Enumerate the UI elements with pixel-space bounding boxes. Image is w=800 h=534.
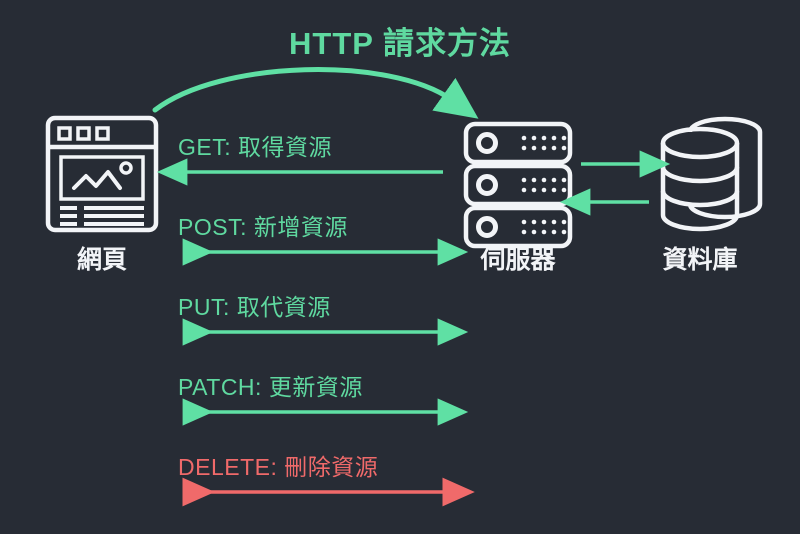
browser-window-icon [45,115,159,233]
method-label-put: PUT: 取代資源 [178,294,331,320]
request-flow-arc [152,67,479,119]
node-caption-server: 伺服器 [480,246,556,274]
method-label-get: GET: 取得資源 [178,134,333,160]
database-cylinder-icon [660,116,763,232]
server-rack-icon [463,121,573,249]
node-caption-database: 資料庫 [662,246,738,274]
node-caption-webpage: 網頁 [76,246,127,274]
method-label-post: POST: 新增資源 [178,214,348,240]
page-title: HTTP 請求方法 [289,26,511,61]
method-label-patch: PATCH: 更新資源 [178,374,363,400]
method-label-delete: DELETE: 刪除資源 [178,454,379,480]
